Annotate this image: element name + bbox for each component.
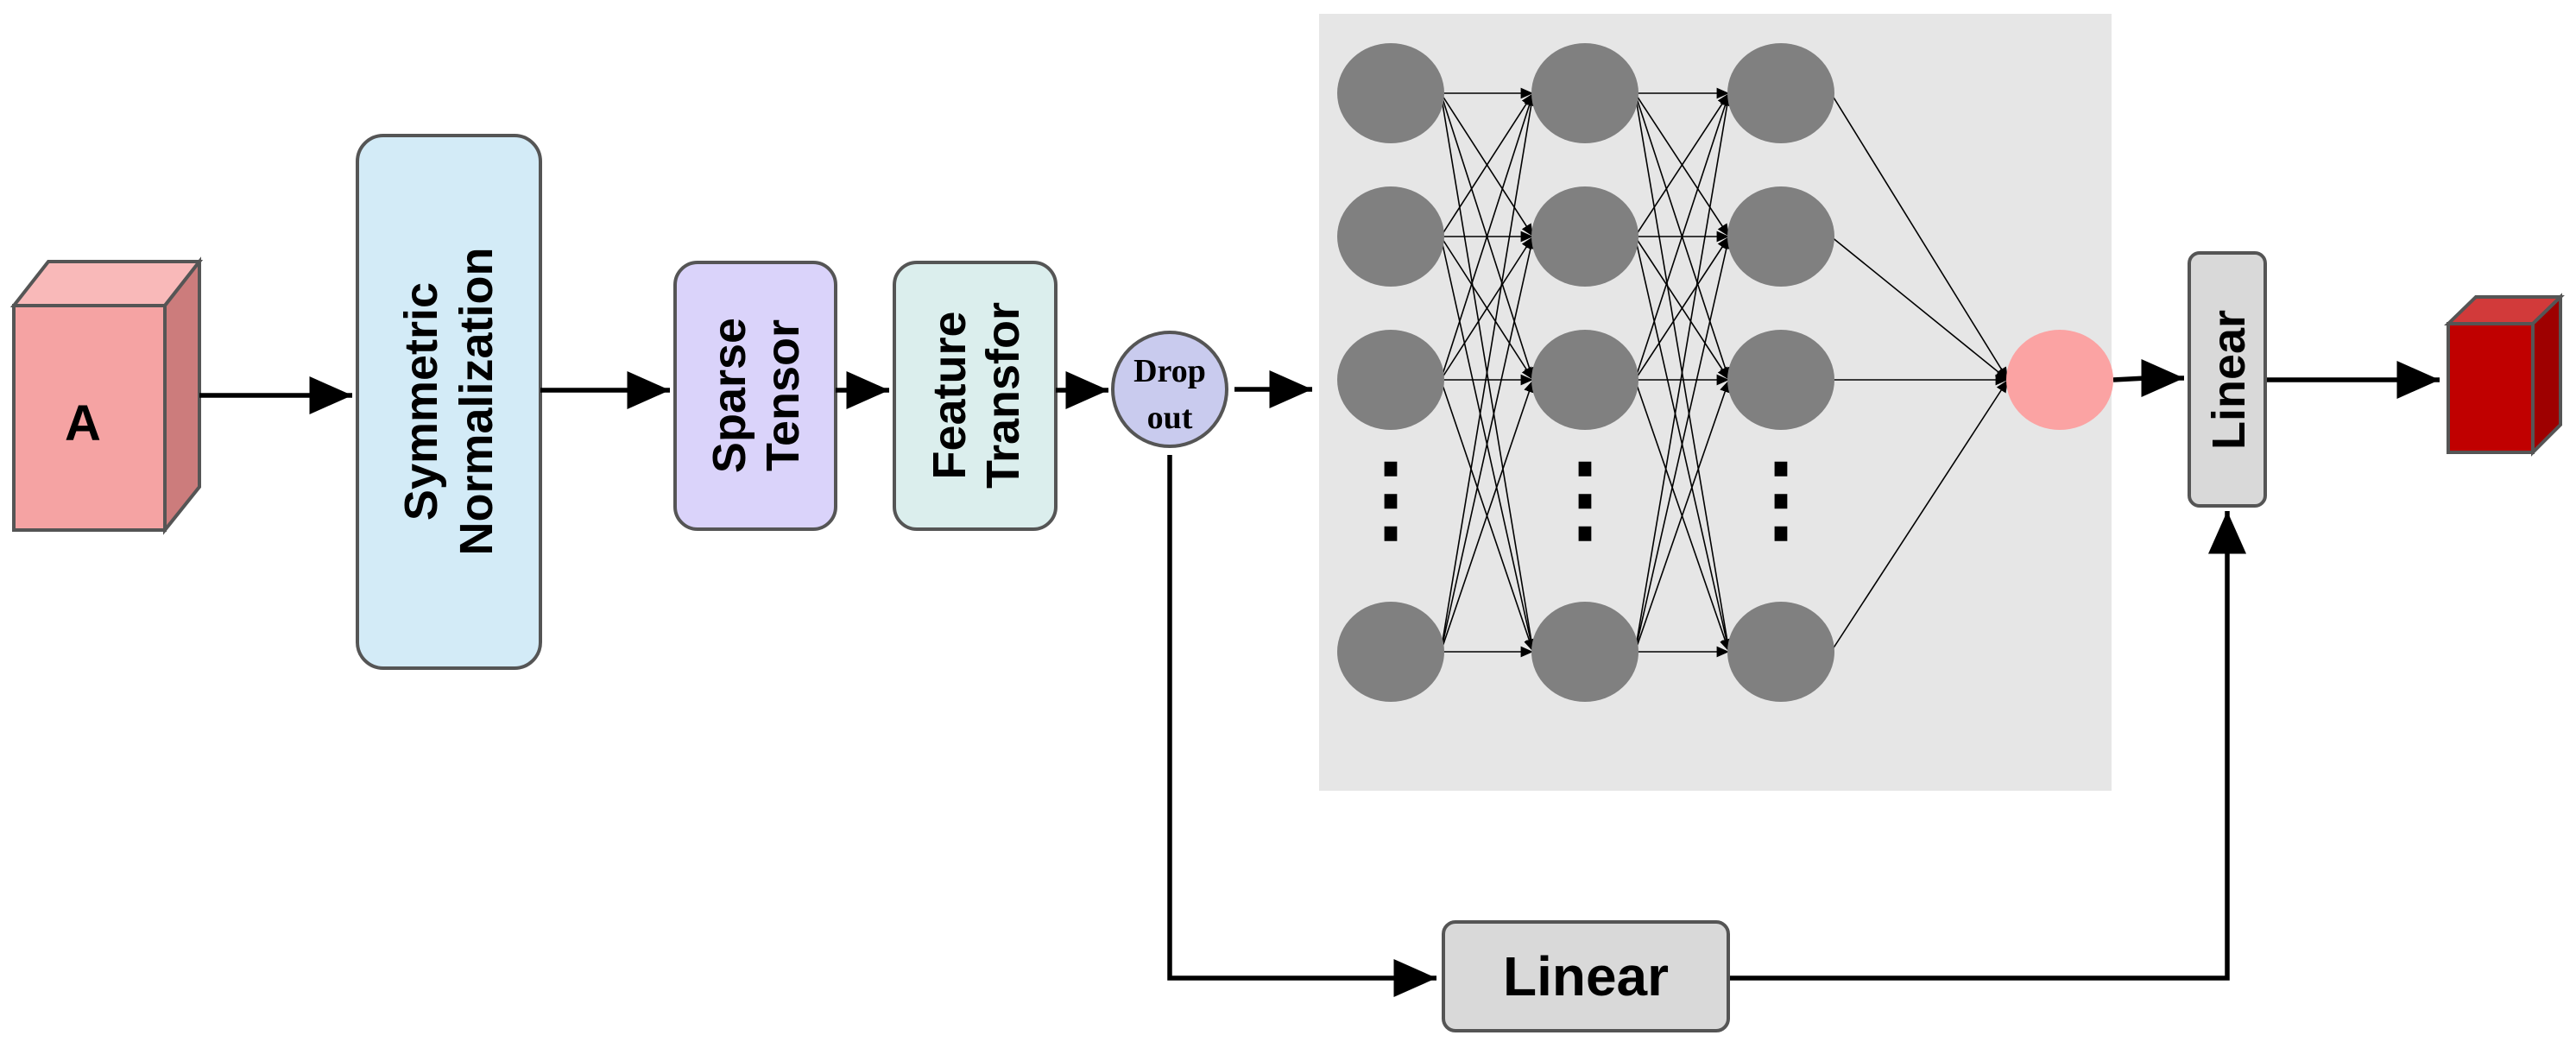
dropout-node: Drop out [1111, 331, 1228, 448]
dropout-label-line2: out [1147, 400, 1193, 436]
linear-top-label: Linear [2203, 310, 2255, 450]
input-block-front [12, 304, 167, 532]
symmetric-normalization-box: Symmetric Normalization [356, 134, 542, 670]
sparse-tensor-label-line2: Tensor [757, 319, 809, 471]
network-edge [1440, 236, 1534, 381]
network-edge [1634, 92, 1730, 237]
network-edge [1634, 92, 1733, 653]
network-edge [1634, 92, 1731, 381]
network-edge [1440, 379, 1535, 653]
input-block-side [163, 256, 201, 535]
layer1-ellipsis: ⋮ [1343, 445, 1438, 552]
network-edge [1440, 92, 1534, 237]
layer1-node [1337, 186, 1444, 287]
arrow-linear-bottom-to-linear-top [1728, 511, 2246, 981]
layer3-ellipsis: ⋮ [1733, 445, 1828, 552]
network-edge [1634, 236, 1733, 653]
layer3-node [1727, 602, 1834, 702]
feature-transform-label-line1: Feature [924, 311, 975, 479]
flow-arrows [199, 359, 2440, 997]
dropout-label-line1: Drop [1133, 353, 1206, 389]
network-edge [1440, 92, 1535, 381]
sparse-tensor-label-line1: Sparse [704, 318, 755, 473]
output-block-side [2531, 293, 2562, 457]
layer2-node [1531, 330, 1638, 430]
network-background [1319, 14, 2112, 791]
network-edge-to-output [1830, 236, 2009, 381]
output-block [2444, 293, 2565, 457]
network-edge [1440, 92, 1537, 653]
neural-network-panel: ⋮ ⋮ ⋮ [1319, 14, 2113, 791]
arrow-network-to-linear [2112, 359, 2184, 397]
linear-bottom-box: Linear [1442, 920, 1730, 1032]
layer2-ellipsis: ⋮ [1537, 445, 1632, 552]
layer2-node [1531, 43, 1638, 143]
feature-transform-box: Feature Transfor [893, 261, 1058, 531]
layer1-node [1337, 602, 1444, 702]
linear-bottom-label: Linear [1503, 945, 1669, 1007]
symmetric-normalization-label-line2: Normalization [451, 247, 502, 555]
network-edge-to-output [1830, 92, 2009, 381]
layer3-node [1727, 186, 1834, 287]
input-block-label: A [65, 395, 101, 451]
sparse-tensor-box: Sparse Tensor [673, 261, 837, 531]
layer3-node [1727, 330, 1834, 430]
linear-top-box: Linear [2188, 251, 2267, 508]
layer1-node [1337, 43, 1444, 143]
arrow-dropout-to-linear-bottom [1167, 455, 1436, 997]
network-output-node [2006, 330, 2113, 430]
network-nodes [1337, 43, 2113, 702]
network-edge [1440, 236, 1537, 653]
feature-transform-label-line2: Transfor [977, 302, 1029, 489]
layer3-node [1727, 43, 1834, 143]
output-block-front [2447, 322, 2535, 454]
input-matrix-block: A [9, 256, 204, 535]
network-connections [1440, 87, 2009, 658]
layer2-node [1531, 602, 1638, 702]
network-edge [1634, 379, 1731, 653]
layer1-node [1337, 330, 1444, 430]
symmetric-normalization-label-line1: Symmetric [395, 282, 447, 521]
network-edge-to-output [1830, 379, 2009, 653]
layer2-node [1531, 186, 1638, 287]
network-edge [1634, 236, 1730, 381]
